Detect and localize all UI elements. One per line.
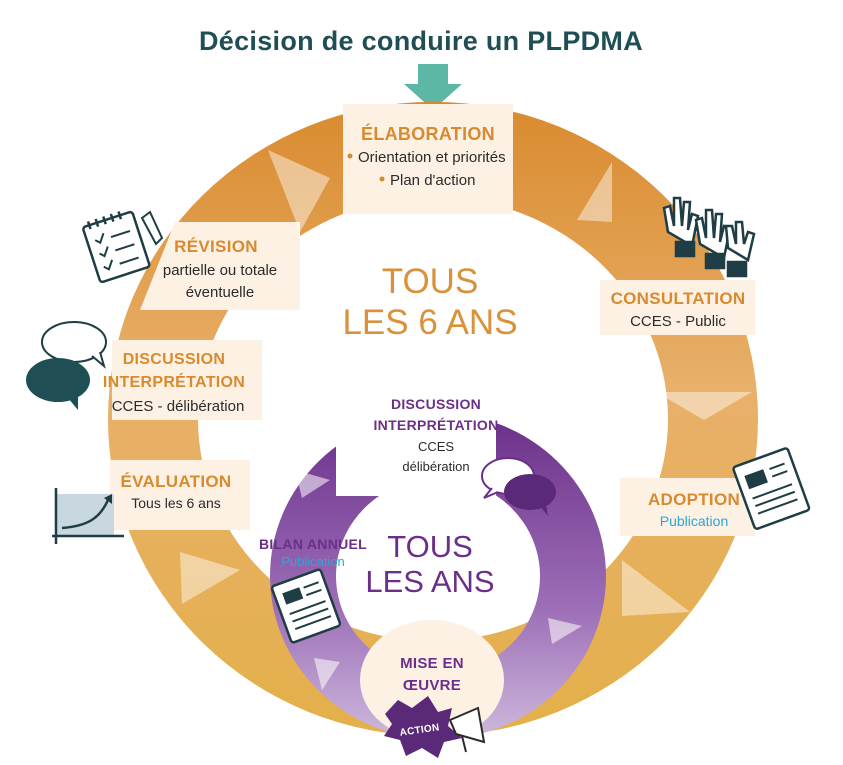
consultation-panel bbox=[600, 280, 755, 335]
speech-bubbles-icon-inner bbox=[481, 457, 556, 516]
adoption-title: ADOPTION bbox=[648, 490, 740, 509]
mise-en-oeuvre-title1: MISE EN bbox=[400, 655, 464, 672]
outer-center-label-line1: TOUS bbox=[382, 262, 479, 301]
elaboration-bullet2: Plan d'action bbox=[390, 172, 475, 189]
bullet-dot bbox=[379, 176, 385, 182]
bilan-detail: Publication bbox=[281, 554, 345, 569]
consultation-detail: CCES - Public bbox=[630, 313, 726, 330]
outer-center-label-line2: LES 6 ANS bbox=[342, 303, 517, 342]
revision-detail1: partielle ou totale bbox=[163, 262, 277, 279]
document-icon-bilan bbox=[270, 568, 342, 644]
outer-discussion-title2: INTERPRÉTATION bbox=[103, 372, 245, 391]
adoption-panel bbox=[620, 478, 755, 536]
megaphone-icon: ACTION bbox=[384, 696, 486, 758]
adoption-detail: Publication bbox=[660, 513, 729, 529]
consultation-title: CONSULTATION bbox=[611, 289, 746, 308]
document-icon bbox=[732, 447, 811, 530]
evaluation-panel bbox=[110, 460, 250, 530]
evaluation-title: ÉVALUATION bbox=[121, 472, 232, 491]
elaboration-bullet1: Orientation et priorités bbox=[358, 149, 506, 166]
speech-bubbles-icon bbox=[26, 321, 107, 410]
inner-center-label-line1: TOUS bbox=[387, 529, 473, 564]
elaboration-title: ÉLABORATION bbox=[361, 123, 495, 144]
pencil-icon bbox=[140, 210, 164, 246]
chart-icon bbox=[52, 488, 124, 544]
bilan-title: BILAN ANNUEL bbox=[259, 536, 367, 552]
revision-title: RÉVISION bbox=[174, 237, 258, 256]
bullet-dot bbox=[347, 153, 353, 159]
discussion-panel bbox=[112, 340, 262, 420]
elaboration-panel bbox=[343, 104, 513, 214]
inner-direction-marks bbox=[295, 470, 582, 690]
outer-discussion-title1: DISCUSSION bbox=[123, 351, 226, 368]
inner-discussion-detail2: délibération bbox=[402, 459, 469, 474]
checklist-icon bbox=[82, 210, 151, 284]
evaluation-detail: Tous les 6 ans bbox=[131, 495, 221, 511]
outer-discussion-detail: CCES - délibération bbox=[112, 398, 245, 415]
inner-center-label-line2: LES ANS bbox=[365, 564, 494, 599]
outer-direction-marks bbox=[180, 150, 752, 616]
inner-discussion-detail1: CCES bbox=[418, 439, 454, 454]
mise-en-oeuvre-title2: ŒUVRE bbox=[403, 677, 461, 694]
revision-panel bbox=[140, 222, 300, 310]
raised-hands-icon bbox=[662, 196, 756, 278]
inner-discussion-title2: INTERPRÉTATION bbox=[373, 417, 498, 433]
revision-detail2: éventuelle bbox=[186, 284, 254, 301]
page-title: Décision de conduire un PLPDMA bbox=[199, 26, 643, 56]
arrow-down-icon bbox=[404, 64, 462, 110]
inner-discussion-title1: DISCUSSION bbox=[391, 396, 481, 412]
